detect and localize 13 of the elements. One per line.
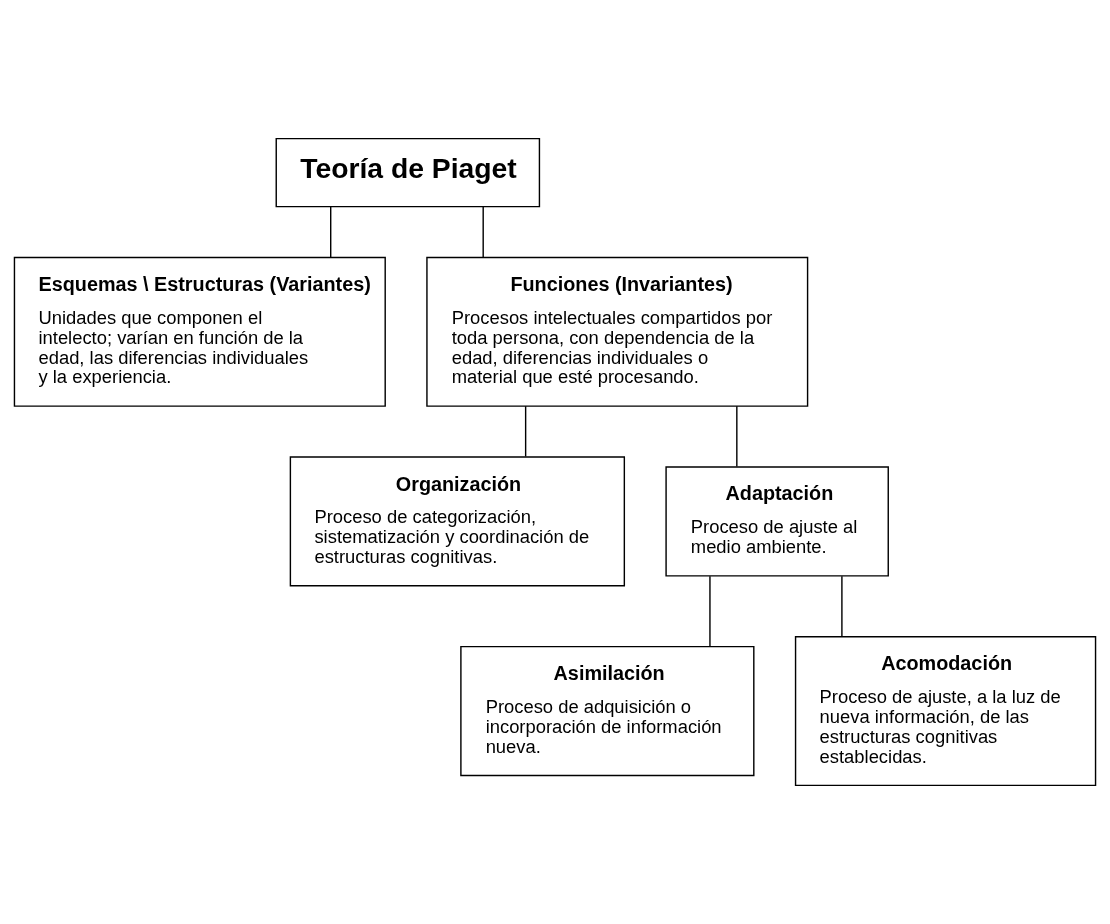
connector	[841, 575, 843, 638]
node-box: Adaptación Proceso de ajuste al medio ambiente.	[665, 466, 889, 577]
node-box: Teoría de Piaget	[275, 137, 541, 208]
node-box: Funciones (Invariantes) Procesos intelectuales compartidos por toda persona, con dependencia de la edad, diferencias individuales o material que esté procesando.	[426, 256, 809, 407]
node-box: Organización Proceso de categorización, sistematización y coordinación de estructuras cognitivas.	[289, 456, 626, 587]
node-box: Esquemas \ Estructuras (Variantes) Unidades que componen el intelecto; varían en función de la edad, las diferencias individuales y la experiencia.	[13, 256, 386, 407]
connector	[482, 206, 484, 258]
connector	[709, 575, 711, 647]
connector	[736, 405, 738, 468]
connector	[524, 405, 527, 458]
node-box: Asimilación Proceso de adquisición o incorporación de información nueva.	[460, 645, 755, 777]
connector	[330, 206, 332, 258]
node-box: Acomodación Proceso de ajuste, a la luz de nueva información, de las estructuras cognitivas establecidas.	[794, 636, 1097, 787]
